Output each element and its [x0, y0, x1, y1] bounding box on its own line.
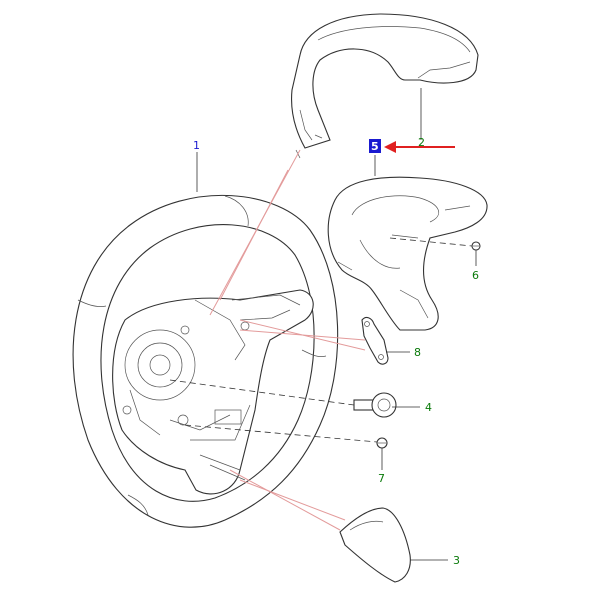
highlight-arrow	[384, 141, 455, 153]
callout-5: 5	[371, 140, 379, 153]
callout-6: 6	[472, 269, 479, 282]
callout-3: 3	[453, 554, 460, 567]
part-bolt	[353, 392, 397, 418]
callout-7: 7	[378, 472, 385, 485]
connection-lines	[169, 237, 473, 443]
callout-8: 8	[414, 346, 421, 359]
part-lower-trim	[339, 507, 411, 583]
part-lower-frame	[327, 176, 488, 331]
part-upper-cover	[291, 13, 479, 159]
callout-labels: 1 2 5 6 8 4 7 3	[193, 136, 479, 567]
callout-5-highlight	[369, 139, 381, 153]
callout-leaders	[196, 88, 477, 561]
callout-4: 4	[425, 401, 432, 414]
callout-2: 2	[418, 136, 425, 149]
assembly-lines	[209, 149, 366, 531]
callout-1: 1	[193, 139, 200, 152]
part-steering-wheel	[72, 194, 339, 528]
part-screw-7	[376, 437, 388, 449]
part-screw-6	[471, 241, 481, 251]
part-bracket	[361, 316, 389, 365]
